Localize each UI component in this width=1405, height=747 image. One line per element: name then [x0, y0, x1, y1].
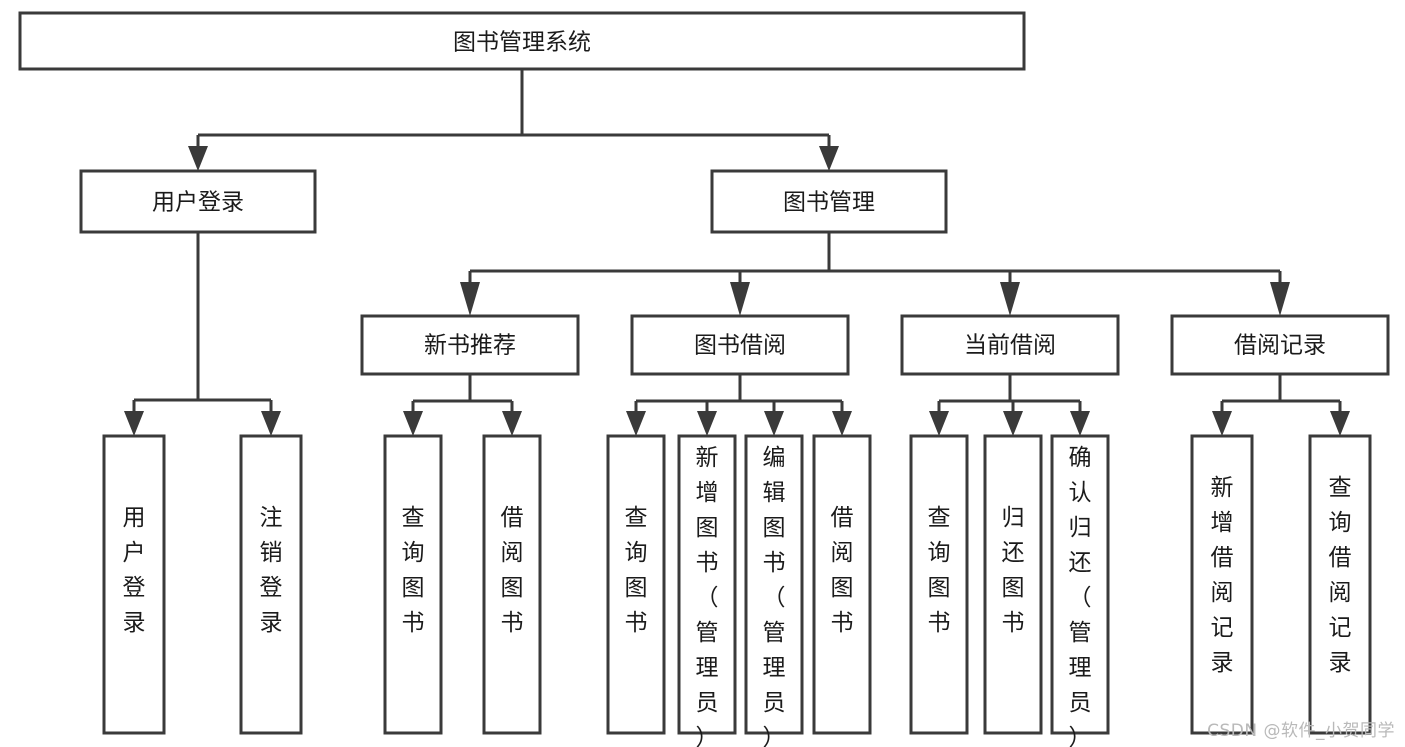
node-leaf-user-logout[interactable]: 注销登录 — [239, 434, 303, 735]
arrowhead-book-manage — [819, 146, 839, 171]
csdn-watermark: CSDN @软件_小贺同学 — [1207, 721, 1395, 741]
root-label: 图书管理系统 — [453, 30, 591, 56]
leaf-query-book-2-label: 查询图书 — [625, 505, 648, 636]
connector-root-to-level2 — [196, 69, 831, 148]
arrowhead-leaf-user-logout — [261, 411, 281, 436]
leaf-add-borrow-record-box[interactable] — [1190, 434, 1254, 735]
current-borrow-box[interactable] — [900, 314, 1120, 376]
arrowhead-book-borrow — [730, 282, 750, 316]
leaf-borrow-book-1-label: 借阅图书 — [501, 505, 524, 636]
node-leaf-return-book[interactable]: 归还图书 — [983, 434, 1043, 735]
leaf-query-book-3-label: 查询图书 — [928, 505, 951, 636]
book-borrow-box[interactable] — [630, 314, 850, 376]
node-leaf-add-borrow-record[interactable]: 新增借阅记录 — [1190, 434, 1254, 735]
arrowhead-leaf-query-book-1 — [403, 411, 423, 436]
leaf-user-logout-box[interactable] — [239, 434, 303, 735]
arrowhead-leaf-borrow-book-2 — [832, 411, 852, 436]
leaf-user-logout-label: 注销登录 — [260, 505, 283, 636]
leaf-layer: 用户登录 注销登录 查询图书 借阅图书 查询图书 新增图书（管理员） — [102, 434, 1372, 747]
node-root[interactable]: 图书管理系统 — [18, 11, 1026, 71]
arrowhead-leaf-borrow-book-1 — [502, 411, 522, 436]
new-book-recommend-label: 新书推荐 — [424, 333, 516, 359]
leaf-confirm-return-admin-box[interactable] — [1050, 434, 1110, 735]
node-borrow-record[interactable]: 借阅记录 — [1170, 314, 1390, 376]
node-leaf-edit-book-admin[interactable]: 编辑图书（管理员） — [744, 434, 804, 747]
arrowhead-current-borrow — [1000, 282, 1020, 316]
node-leaf-query-borrow-record[interactable]: 查询借阅记录 — [1308, 434, 1372, 735]
user-login-box[interactable] — [79, 169, 317, 234]
leaf-add-book-admin-box[interactable] — [677, 434, 737, 735]
node-leaf-query-book-3[interactable]: 查询图书 — [909, 434, 969, 735]
connector-book-manage-bus — [468, 232, 1282, 284]
node-leaf-add-book-admin[interactable]: 新增图书（管理员） — [677, 434, 737, 747]
arrowhead-leaf-add-borrow-record — [1212, 411, 1232, 436]
leaf-query-book-2-box[interactable] — [606, 434, 666, 735]
leaf-query-book-1-label: 查询图书 — [402, 505, 425, 636]
connector-borrow-record-bus — [1220, 374, 1342, 413]
connector-new-book-recommend-bus — [411, 374, 514, 413]
leaf-add-book-admin-label: 新增图书（管理员） — [696, 445, 719, 747]
arrowhead-leaf-edit-book-admin — [764, 411, 784, 436]
leaf-confirm-return-admin-label: 确认归还（管理员） — [1069, 445, 1092, 747]
current-borrow-label: 当前借阅 — [964, 333, 1056, 359]
book-manage-box[interactable] — [710, 169, 948, 234]
leaf-add-borrow-record-label: 新增借阅记录 — [1211, 475, 1234, 676]
arrowhead-user-login — [188, 146, 208, 171]
leaf-edit-book-admin-label: 编辑图书（管理员） — [763, 445, 786, 747]
arrowhead-leaf-return-book — [1003, 411, 1023, 436]
node-leaf-borrow-book-2[interactable]: 借阅图书 — [812, 434, 872, 735]
leaf-query-book-1-box[interactable] — [383, 434, 443, 735]
connector-book-borrow-bus — [634, 374, 844, 413]
node-leaf-user-login[interactable]: 用户登录 — [102, 434, 166, 735]
arrowhead-leaf-user-login — [124, 411, 144, 436]
user-login-label: 用户登录 — [152, 190, 244, 216]
arrowhead-leaf-query-borrow-record — [1330, 411, 1350, 436]
leaf-user-login-label: 用户登录 — [123, 505, 146, 636]
arrowhead-leaf-query-book-2 — [626, 411, 646, 436]
connector-layer — [124, 69, 1350, 436]
leaf-query-borrow-record-box[interactable] — [1308, 434, 1372, 735]
book-manage-label: 图书管理 — [783, 190, 875, 216]
root-box[interactable] — [18, 11, 1026, 71]
new-book-recommend-box[interactable] — [360, 314, 580, 376]
node-current-borrow[interactable]: 当前借阅 — [900, 314, 1120, 376]
borrow-record-label: 借阅记录 — [1234, 333, 1326, 359]
leaf-return-book-box[interactable] — [983, 434, 1043, 735]
leaf-user-login-box[interactable] — [102, 434, 166, 735]
leaf-return-book-label: 归还图书 — [1002, 505, 1025, 636]
node-user-login[interactable]: 用户登录 — [79, 169, 317, 234]
node-leaf-borrow-book-1[interactable]: 借阅图书 — [482, 434, 542, 735]
arrowhead-leaf-add-book-admin — [697, 411, 717, 436]
node-book-borrow[interactable]: 图书借阅 — [630, 314, 850, 376]
arrowhead-leaf-confirm-return-admin — [1070, 411, 1090, 436]
leaf-borrow-book-2-label: 借阅图书 — [831, 505, 854, 636]
leaf-query-borrow-record-label: 查询借阅记录 — [1329, 475, 1352, 676]
node-leaf-query-book-1[interactable]: 查询图书 — [383, 434, 443, 735]
leaf-borrow-book-1-box[interactable] — [482, 434, 542, 735]
connector-user-login-bus — [132, 232, 273, 413]
node-new-book-recommend[interactable]: 新书推荐 — [360, 314, 580, 376]
book-borrow-label: 图书借阅 — [694, 333, 786, 359]
borrow-record-box[interactable] — [1170, 314, 1390, 376]
arrowhead-leaf-query-book-3 — [929, 411, 949, 436]
node-leaf-query-book-2[interactable]: 查询图书 — [606, 434, 666, 735]
leaf-edit-book-admin-box[interactable] — [744, 434, 804, 735]
leaf-borrow-book-2-box[interactable] — [812, 434, 872, 735]
arrowhead-borrow-record — [1270, 282, 1290, 316]
node-leaf-confirm-return-admin[interactable]: 确认归还（管理员） — [1050, 434, 1110, 747]
node-book-manage[interactable]: 图书管理 — [710, 169, 948, 234]
connector-current-borrow-bus — [937, 374, 1082, 413]
arrowhead-new-book-recommend — [460, 282, 480, 316]
leaf-query-book-3-box[interactable] — [909, 434, 969, 735]
